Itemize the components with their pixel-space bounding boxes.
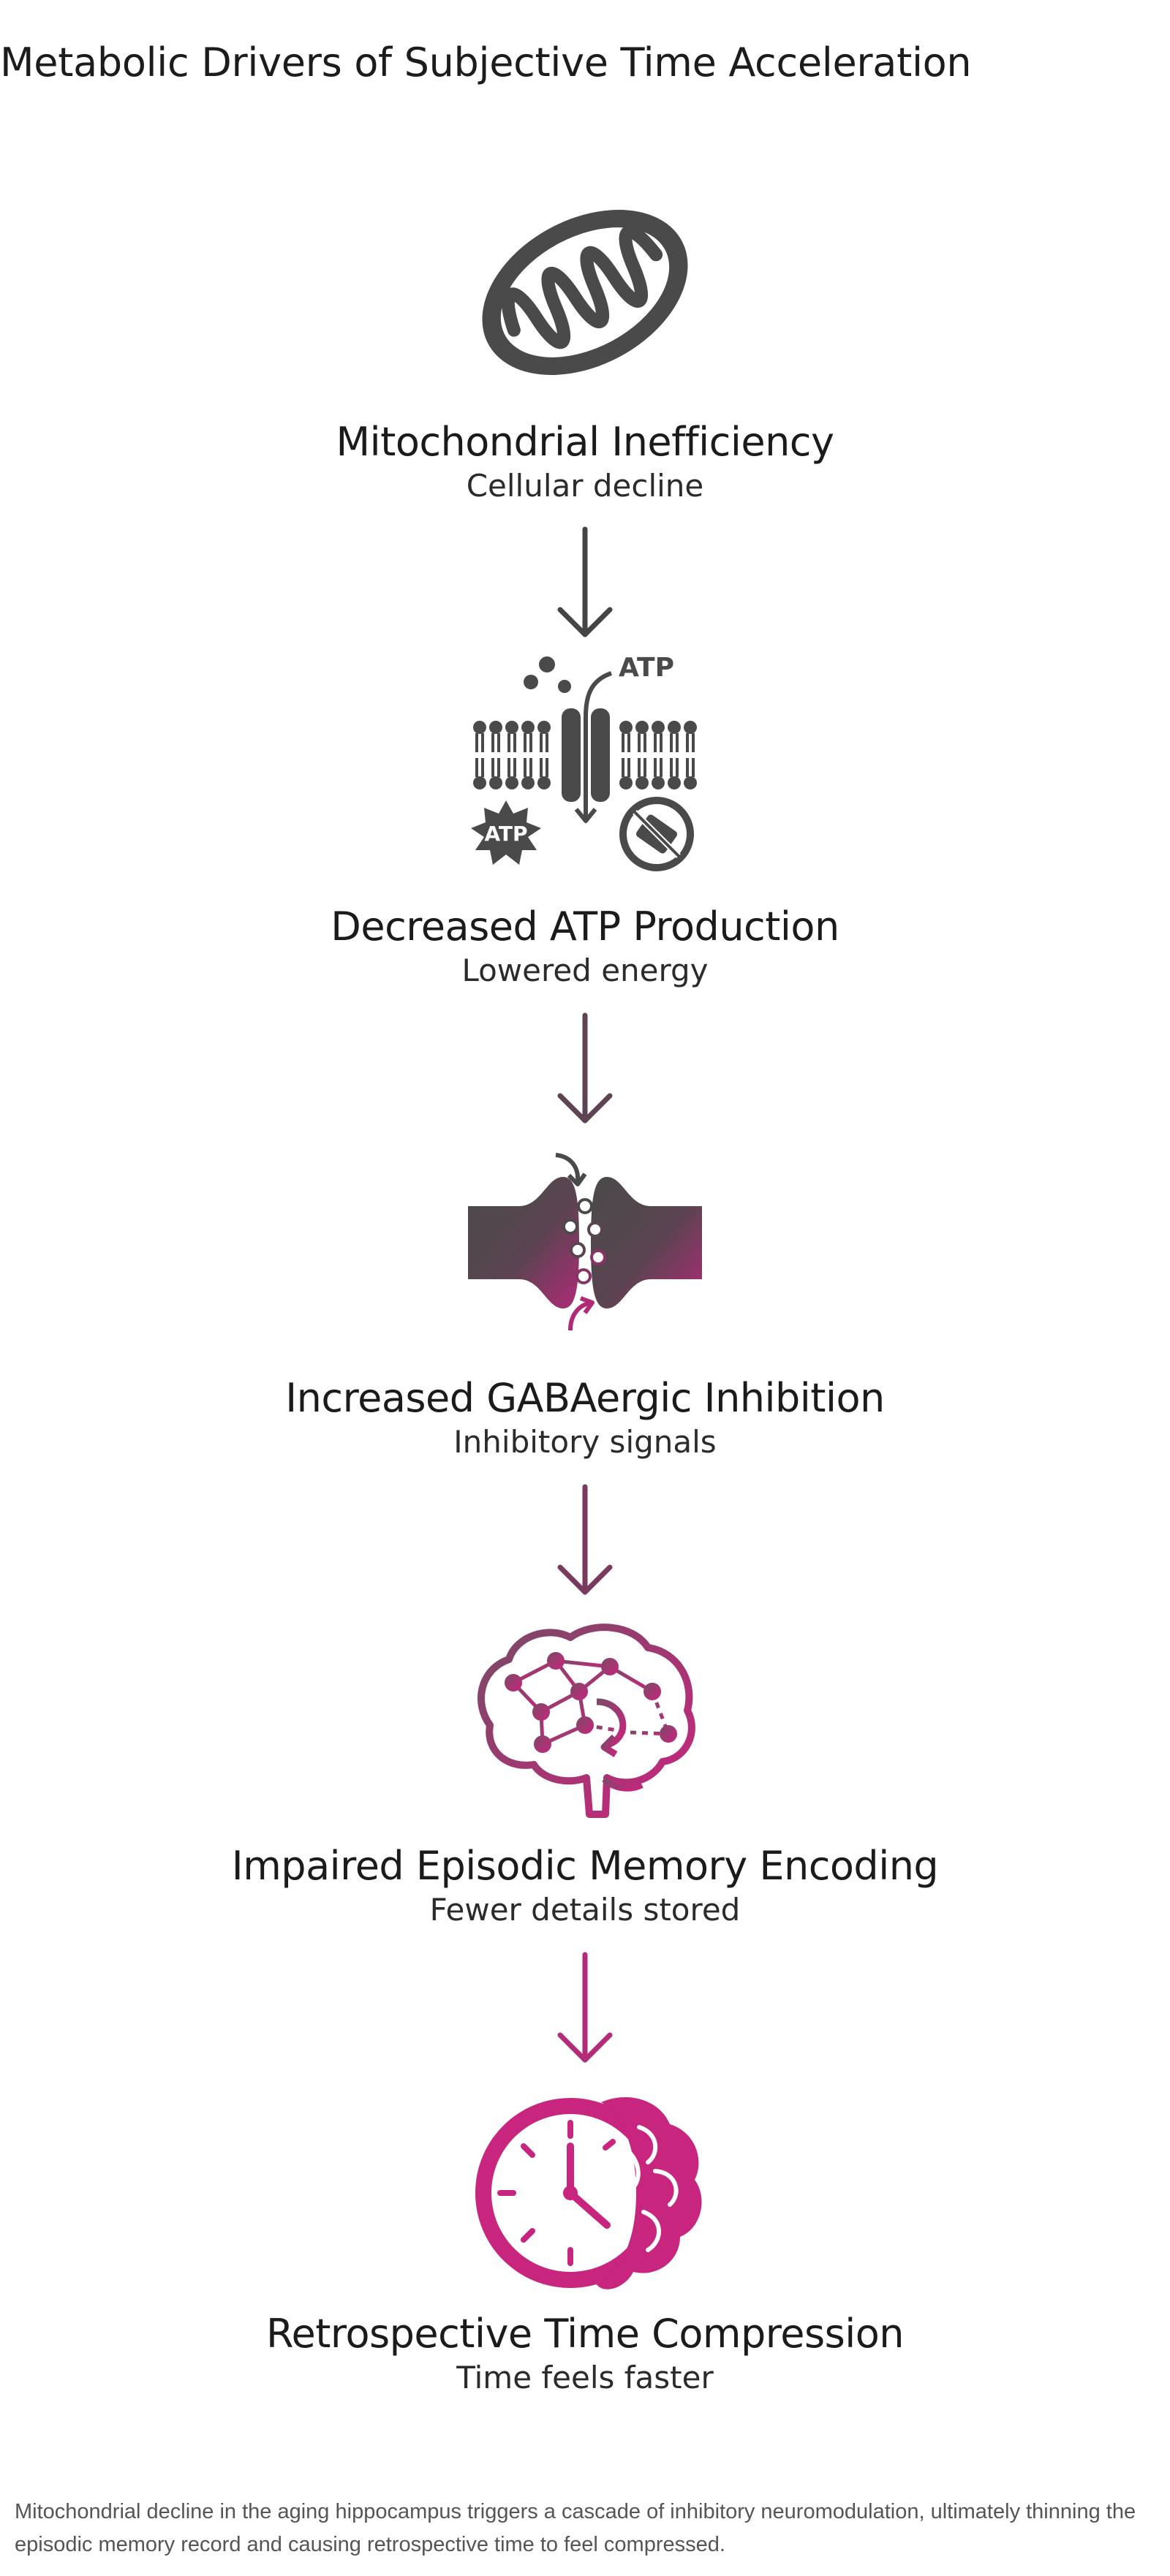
arrow-1-icon (557, 526, 613, 637)
page-title: Metabolic Drivers of Subjective Time Acc… (0, 39, 972, 86)
synapse-icon (468, 1153, 702, 1331)
step-5-title: Retrospective Time Compression (265, 2311, 905, 2357)
step-4-icon-wrap (0, 1615, 1170, 1835)
step-5-subtitle: Time feels faster (456, 2360, 714, 2395)
step-3-icon-wrap (0, 1148, 1170, 1367)
step-4: Impaired Episodic Memory Encoding Fewer … (0, 1842, 1170, 1930)
step-3-subtitle: Inhibitory signals (453, 1424, 717, 1460)
step-5: Retrospective Time Compression Time feel… (0, 2310, 1170, 2398)
step-4-subtitle: Fewer details stored (429, 1892, 741, 1928)
figure-caption: Mitochondrial decline in the aging hippo… (15, 2500, 1136, 2556)
step-1-title: Mitochondrial Inefficiency (336, 419, 834, 465)
arrow-4-icon (557, 1952, 613, 2063)
atp-label: ATP (619, 653, 674, 683)
step-2-icon-wrap: ATP ATP (0, 647, 1170, 871)
atp-burst-label: ATP (484, 822, 527, 846)
step-2-title: Decreased ATP Production (331, 904, 839, 950)
step-4-title: Impaired Episodic Memory Encoding (231, 1843, 939, 1889)
mitochondrion-icon (482, 210, 688, 375)
step-2-subtitle: Lowered energy (461, 952, 709, 988)
step-2: Decreased ATP Production Lowered energy (0, 903, 1170, 990)
flow-diagram: Mitochondrial Inefficiency Cellular decl… (0, 183, 1170, 2398)
step-1-subtitle: Cellular decline (466, 468, 704, 504)
arrow-2-icon (557, 1012, 613, 1124)
step-5-icon-wrap (0, 2083, 1170, 2303)
atp-membrane-icon: ATP ATP (471, 653, 698, 871)
step-1: Mitochondrial Inefficiency Cellular decl… (0, 418, 1170, 506)
step-3: Increased GABAergic Inhibition Inhibitor… (0, 1374, 1170, 1462)
brain-network-icon (478, 1624, 695, 1818)
step-1-icon-wrap (0, 183, 1170, 402)
step-3-title: Increased GABAergic Inhibition (285, 1375, 885, 1421)
clock-brain-icon (475, 2096, 702, 2289)
arrow-3-icon (557, 1484, 613, 1595)
